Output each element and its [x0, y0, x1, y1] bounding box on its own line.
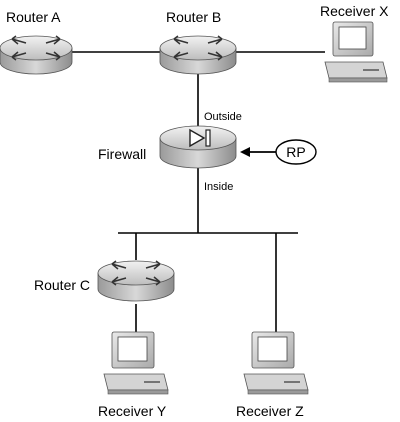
router-icon [159, 35, 237, 75]
inside-label: Inside [204, 181, 233, 193]
receiver-z-label: Receiver Z [236, 403, 304, 419]
router-b [159, 35, 237, 75]
workstation-icon [243, 331, 309, 395]
rp-bubble [275, 139, 317, 165]
receiver-x [324, 21, 388, 83]
outside-label: Outside [204, 111, 242, 123]
workstation-icon [324, 21, 388, 83]
router-b-label: Router B [166, 9, 221, 25]
router-a-label: Router A [6, 9, 61, 25]
receiver-z [243, 331, 309, 395]
router-c [97, 260, 175, 302]
firewall-label: Firewall [98, 146, 146, 162]
rp-arrow-head [240, 147, 250, 157]
router-icon [97, 260, 175, 302]
links [68, 51, 325, 340]
workstation-icon [103, 331, 169, 395]
router-icon [0, 35, 73, 75]
firewall-icon [159, 125, 237, 169]
rp-label: RP [286, 144, 305, 160]
receiver-y-label: Receiver Y [98, 403, 167, 419]
router-a [0, 35, 73, 75]
firewall [159, 125, 237, 169]
router-c-label: Router C [34, 277, 90, 293]
rp-indicator: RP [240, 139, 317, 165]
receiver-y [103, 331, 169, 395]
receiver-x-label: Receiver X [320, 3, 389, 19]
